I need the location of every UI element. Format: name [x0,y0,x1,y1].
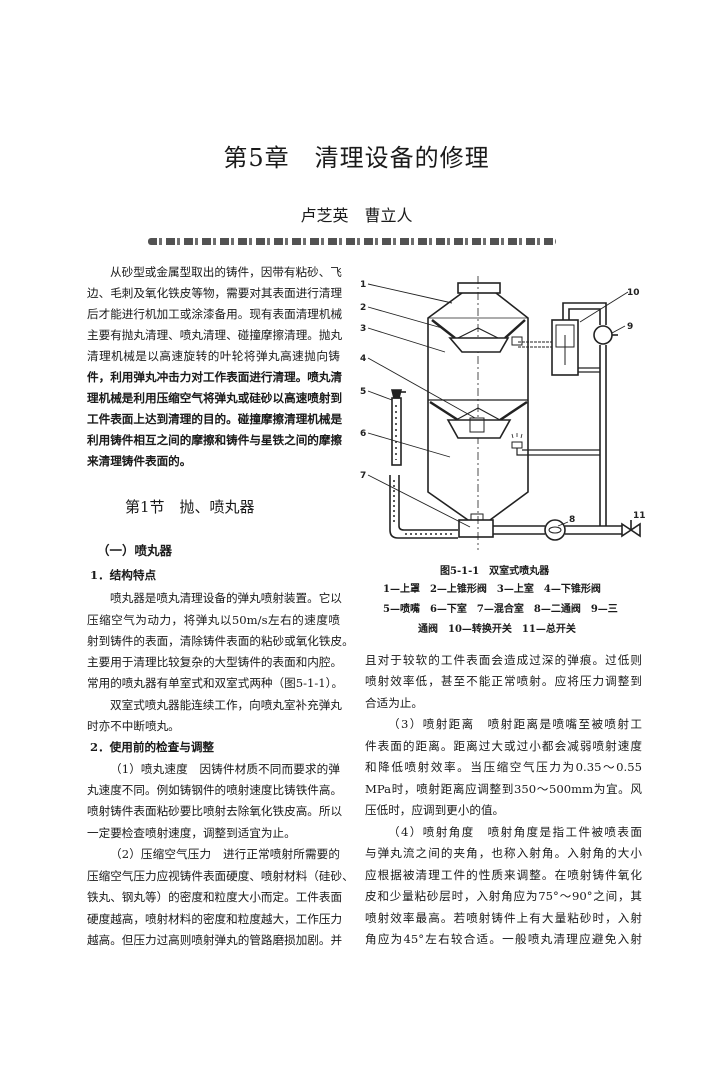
text-line: 越高。但压力过高则喷射弹丸的管路磨损加剧。并 [87,933,343,947]
text-line: 常用的喷丸器有单室式和双室式两种（图5-1-1）。 [87,676,344,690]
figure-label: 7 [360,471,366,481]
text-line: 一定要检查喷射速度，调整到适宜为止。 [87,826,296,840]
text-line: 时亦不中断喷丸。 [87,719,180,733]
text-line: 和降低喷射效率。当压缩空气压力为0.35～0.55 [365,760,642,774]
text-line: 双室式喷丸器能连续工作，向喷丸室补充弹丸 [110,698,342,712]
lower-valve-body [446,419,512,439]
figure-label: 9 [627,322,633,332]
riser-pipe [562,302,607,526]
main-pipe [493,525,622,535]
figure-label: 8 [569,515,575,525]
chapter-title: 第5章 清理设备的修理 [223,144,490,172]
section-title: 第1节 抛、喷丸器 [125,498,255,516]
text-line: 皮和少量粘砂层时，入射角应为75°～90°之间，其 [365,889,642,903]
text-line: （4）喷射角度 喷射角度是指工件被喷表面 [388,825,642,839]
figure-label: 1 [360,280,366,290]
text-line: 件表面的距离。距离过大或过小都会减弱喷射速度 [365,739,642,753]
figure-label: 3 [360,324,366,334]
text-line: 喷射效率最高。若喷射铸件上有大量粘砂时，入射 [365,911,642,925]
figure-legend-line: 通阀 10—转换开关 11—总开关 [418,624,576,635]
text-line: （1）喷丸速度 因铸件材质不同而要求的弹 [110,762,340,776]
text-line: 喷射效率低，甚至不能正常喷射。应将压力调整到 [365,674,642,688]
decorative-divider [148,238,556,245]
authors: 卢芝英 曹立人 [300,206,413,225]
text-line: 合适为止。 [365,696,423,710]
vessel-body [427,292,529,521]
figure-caption: 图5-1-1 双室式喷丸器 [440,566,550,577]
text-line: 射到铸件的表面，清除铸件表面的粘砂或氧化铁皮。 [87,634,354,648]
text-line: 与弹丸流之间的夹角，也称入射角。入射角的大小 [365,846,642,860]
figure-legend-line: 5—喷嘴 6—下室 7—混合室 8—二通阀 9—三 [383,604,618,615]
text-line: 压低时，应调到更小的值。 [365,803,505,817]
text-line: 边、毛刺及氧化铁皮等物，需要对其表面进行清理 [87,286,343,300]
figure-label: 11 [633,511,646,521]
two-way-valve-8 [544,519,566,541]
text-line: 2．使用前的检查与调整 [90,740,215,754]
figure-label: 5 [360,387,366,397]
text-line: 铁丸、钢丸等）的密度和粒度大小而定。工件表面 [87,890,343,904]
lower-cone-valve [429,400,528,422]
text-line: 应根据被清理工件的性质来调整。在喷射铸件氧化 [365,868,642,882]
text-line: 利用铸件相互之间的摩擦和铸件与星铁之间的摩擦 [87,433,343,447]
text-line: 后才能进行机加工或涂漆备用。现有表面清理机械 [87,307,343,321]
text-line: （3）喷射距离 喷射距离是喷嘴至被喷射工 [388,717,642,731]
upper-valve-body [448,337,510,353]
text-line: 压缩空气为动力，将弹丸以50m/s左右的速度喷 [87,613,340,627]
three-way-valve-9 [593,325,613,345]
text-line: 理机械是利用压缩空气将弹丸或硅砂以高速喷射到 [87,391,343,405]
text-line: 硬度越高，喷射材料的密度和粒度越大，工作压力 [87,912,343,926]
text-line: 主要有抛丸清理、喷丸清理、碰撞摩擦清理。抛丸 [87,328,343,342]
figure-legend-line: 1—上罩 2—上锥形阀 3—上室 4—下锥形阀 [383,584,601,595]
figure-label: 4 [360,354,366,364]
text-line: MPa时，喷射距离应调整到350～500mm为宜。风 [365,782,642,796]
subsection-title: （一）喷丸器 [97,543,173,558]
text-line: 且对于较软的工件表面会造成过深的弹痕。过低则 [365,653,642,667]
figure-label: 10 [627,288,640,298]
text-line: 工件表面上达到清理的目的。碰撞摩擦清理机械是 [87,412,343,426]
upper-cone-valve [431,319,526,339]
text-line: （2）压缩空气压力 进行正常喷射所需要的 [110,847,340,861]
text-line: 件，利用弹丸冲击力对工作表面进行清理。喷丸清 [87,370,343,384]
top-flange [457,282,501,294]
text-line: 丸速度不同。例如铸钢件的喷射速度比铸铁件高。 [87,783,343,797]
main-switch-valve-11 [621,522,641,538]
text-line: 从砂型或金属型取出的铸件，因带有粘砂、飞 [110,265,342,279]
text-line: 压缩空气压力应视铸件表面硬度、喷射材料（硅砂、 [87,869,354,883]
text-line: 角应为45°左右较合适。一般喷丸清理应避免入射 [365,932,642,946]
mixing-chamber [458,519,494,538]
text-line: 1．结构特点 [90,568,157,582]
text-line: 主要用于清理比较复杂的大型铸件的表面和内腔。 [87,655,343,669]
figure-label: 2 [360,303,366,313]
text-line: 喷射铸件表面粘砂要比喷射去除氧化铁皮高。所以 [87,804,343,818]
text-line: 清理机械是以高速旋转的叶轮将弹丸高速抛向铸 [87,349,340,363]
text-line: 喷丸器是喷丸清理设备的弹丸喷射装置。它以 [110,591,342,605]
hose [389,475,458,539]
figure-double-chamber-shot-blaster: 1 2 3 4 5 6 7 8 9 10 11 [360,276,646,550]
text-line: 来清理铸件表面的。 [87,454,192,468]
figure-label: 6 [360,429,366,439]
